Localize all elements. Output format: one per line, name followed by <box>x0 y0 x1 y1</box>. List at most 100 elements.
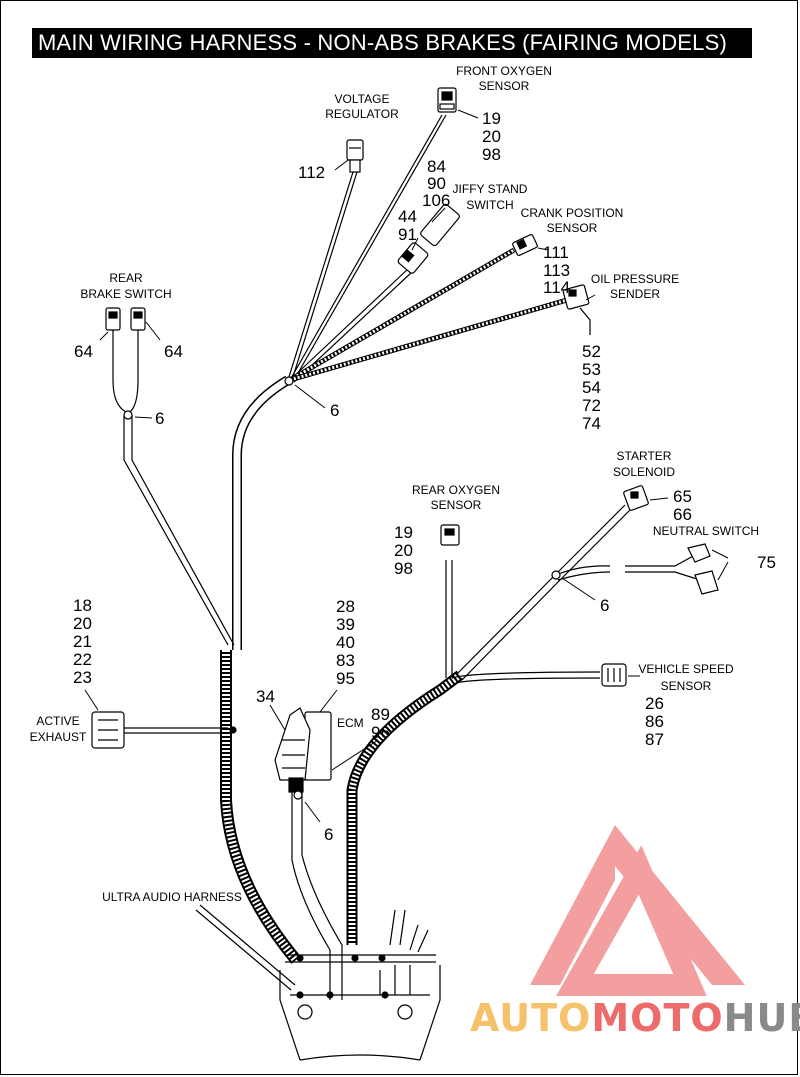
ecm-lower-harness <box>291 790 343 1000</box>
svg-text:JIFFY STAND: JIFFY STAND <box>453 182 528 196</box>
rear-brake-switch-connectors <box>105 307 146 331</box>
svg-text:ECM: ECM <box>337 716 364 730</box>
svg-text:98: 98 <box>394 559 413 578</box>
watermark-part2: MOTO <box>591 996 724 1040</box>
oil-pressure-connector <box>562 284 591 335</box>
svg-text:64: 64 <box>164 342 183 361</box>
ecm-unit <box>274 707 332 793</box>
label-ultra-audio-harness: ULTRA AUDIO HARNESS <box>102 890 242 904</box>
svg-text:FRONT OXYGEN: FRONT OXYGEN <box>456 64 552 78</box>
svg-text:90: 90 <box>427 174 446 193</box>
leader-lines <box>84 109 729 823</box>
label-rear-oxygen-sensor: REAR OXYGEN SENSOR 19 20 98 <box>394 483 500 578</box>
svg-text:VEHICLE SPEED: VEHICLE SPEED <box>638 662 734 676</box>
svg-text:REAR: REAR <box>109 271 143 285</box>
crank-position-connector <box>512 234 538 256</box>
svg-text:EXHAUST: EXHAUST <box>30 730 87 744</box>
svg-text:87: 87 <box>645 730 664 749</box>
svg-text:NEUTRAL SWITCH: NEUTRAL SWITCH <box>653 524 759 538</box>
svg-text:19: 19 <box>394 523 413 542</box>
starter-solenoid-connector <box>623 485 649 511</box>
svg-text:113: 113 <box>543 261 570 280</box>
svg-text:98: 98 <box>482 145 501 164</box>
front-oxygen-connector <box>437 87 457 113</box>
svg-text:STARTER: STARTER <box>617 449 672 463</box>
label-front-oxygen-sensor: FRONT OXYGEN SENSOR 19 20 98 <box>456 64 552 164</box>
svg-text:19: 19 <box>482 109 501 128</box>
svg-text:SENSOR: SENSOR <box>431 498 482 512</box>
svg-text:20: 20 <box>394 541 413 560</box>
svg-text:83: 83 <box>336 651 355 670</box>
svg-text:86: 86 <box>645 712 664 731</box>
svg-text:39: 39 <box>336 615 355 634</box>
svg-text:6: 6 <box>330 401 339 420</box>
neutral-switch-connectors <box>687 543 719 595</box>
label-voltage-regulator: VOLTAGE REGULATOR 112 <box>298 92 399 182</box>
svg-text:VOLTAGE: VOLTAGE <box>335 92 390 106</box>
svg-text:20: 20 <box>73 614 92 633</box>
svg-text:SWITCH: SWITCH <box>466 198 513 212</box>
svg-text:95: 95 <box>336 669 355 688</box>
vehicle-speed-connector <box>601 663 627 687</box>
watermark-part1: AUTO <box>470 996 592 1040</box>
svg-text:66: 66 <box>673 505 692 524</box>
svg-text:21: 21 <box>73 632 92 651</box>
svg-text:84: 84 <box>427 157 446 176</box>
voltage-regulator-connector <box>346 139 364 173</box>
page-title: MAIN WIRING HARNESS - NON-ABS BRAKES (FA… <box>38 30 728 55</box>
label-active-exhaust: 18 20 21 22 23 ACTIVE EXHAUST <box>30 596 92 744</box>
svg-text:20: 20 <box>482 127 501 146</box>
svg-text:34: 34 <box>256 687 275 706</box>
svg-text:22: 22 <box>73 650 92 669</box>
active-exhaust-wire <box>124 727 228 734</box>
svg-text:SENSOR: SENSOR <box>661 679 712 693</box>
svg-text:54: 54 <box>582 378 601 397</box>
svg-text:44: 44 <box>398 207 417 226</box>
watermark-logo <box>530 825 745 996</box>
label-rear-brake-switch: REAR BRAKE SWITCH 64 64 <box>74 271 183 361</box>
watermark-wordmark: AUTOMOTOHUB <box>470 996 800 1040</box>
svg-text:75: 75 <box>757 553 776 572</box>
rear-oxygen-connector <box>440 524 460 546</box>
svg-text:64: 64 <box>74 342 93 361</box>
svg-text:18: 18 <box>73 596 92 615</box>
svg-text:6: 6 <box>155 409 164 428</box>
label-neutral-switch: NEUTRAL SWITCH 75 <box>653 524 776 572</box>
svg-text:23: 23 <box>73 668 92 687</box>
rear-brake-wires <box>112 330 235 646</box>
svg-text:91: 91 <box>398 225 417 244</box>
svg-text:6: 6 <box>600 596 609 615</box>
svg-text:SENDER: SENDER <box>610 287 660 301</box>
svg-text:111: 111 <box>543 243 569 262</box>
label-clips: 6 6 6 6 <box>155 401 609 844</box>
svg-text:106: 106 <box>422 191 450 210</box>
label-vehicle-speed-sensor: VEHICLE SPEED SENSOR 26 86 87 <box>638 662 734 749</box>
svg-text:96: 96 <box>371 723 390 742</box>
label-crank-position-sensor: CRANK POSITION SENSOR 111 113 114 <box>521 206 624 297</box>
svg-text:REGULATOR: REGULATOR <box>325 107 399 121</box>
svg-text:53: 53 <box>582 360 601 379</box>
svg-text:ACTIVE: ACTIVE <box>36 714 79 728</box>
bottom-bracket <box>279 909 441 1061</box>
ultra-audio-wire <box>195 904 296 991</box>
svg-text:CRANK POSITION: CRANK POSITION <box>521 206 624 220</box>
svg-text:REAR OXYGEN: REAR OXYGEN <box>412 483 500 497</box>
svg-text:SENSOR: SENSOR <box>547 221 598 235</box>
svg-text:74: 74 <box>582 414 601 433</box>
svg-text:89: 89 <box>371 705 390 724</box>
svg-text:SOLENOID: SOLENOID <box>613 465 675 479</box>
svg-text:26: 26 <box>645 694 664 713</box>
svg-text:65: 65 <box>673 487 692 506</box>
label-jiffy-stand-switch: JIFFY STAND SWITCH 84 90 106 44 91 <box>398 157 528 244</box>
svg-text:40: 40 <box>336 633 355 652</box>
svg-text:SENSOR: SENSOR <box>479 79 530 93</box>
svg-text:114: 114 <box>543 278 570 297</box>
main-trunk <box>220 375 301 964</box>
svg-text:72: 72 <box>582 396 601 415</box>
svg-text:112: 112 <box>298 163 325 182</box>
svg-text:28: 28 <box>336 597 355 616</box>
svg-text:6: 6 <box>324 825 333 844</box>
svg-text:BRAKE SWITCH: BRAKE SWITCH <box>80 287 171 301</box>
